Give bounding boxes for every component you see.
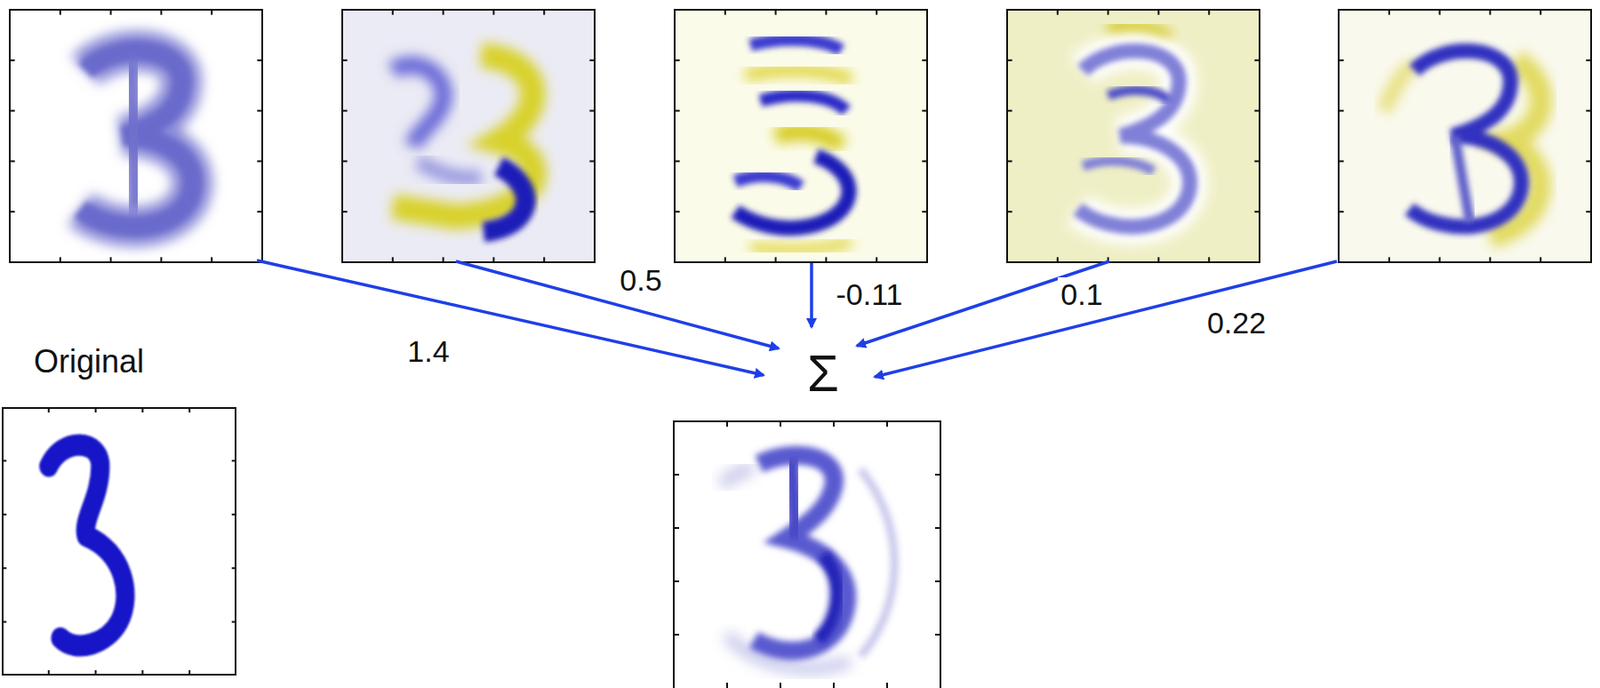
weight-value: -0.11 [833,277,906,312]
eigen-image [674,9,928,263]
weight-value: 0.5 [616,263,664,298]
eigen-image [342,9,595,263]
eigen-image [1007,9,1260,263]
sum-symbol: Σ [804,344,842,404]
image-frame: Original [1,407,237,676]
mean-image [9,9,263,263]
weight-arrows [256,260,1337,377]
weight-value: 0.1 [1057,277,1105,312]
eigen-image [1338,9,1592,263]
reconstructed-image [673,421,941,688]
weight-value: 0.22 [1204,305,1269,341]
weight-value: 1.4 [404,334,452,369]
image-heading: Original [33,343,144,380]
original-digit [1,407,237,676]
